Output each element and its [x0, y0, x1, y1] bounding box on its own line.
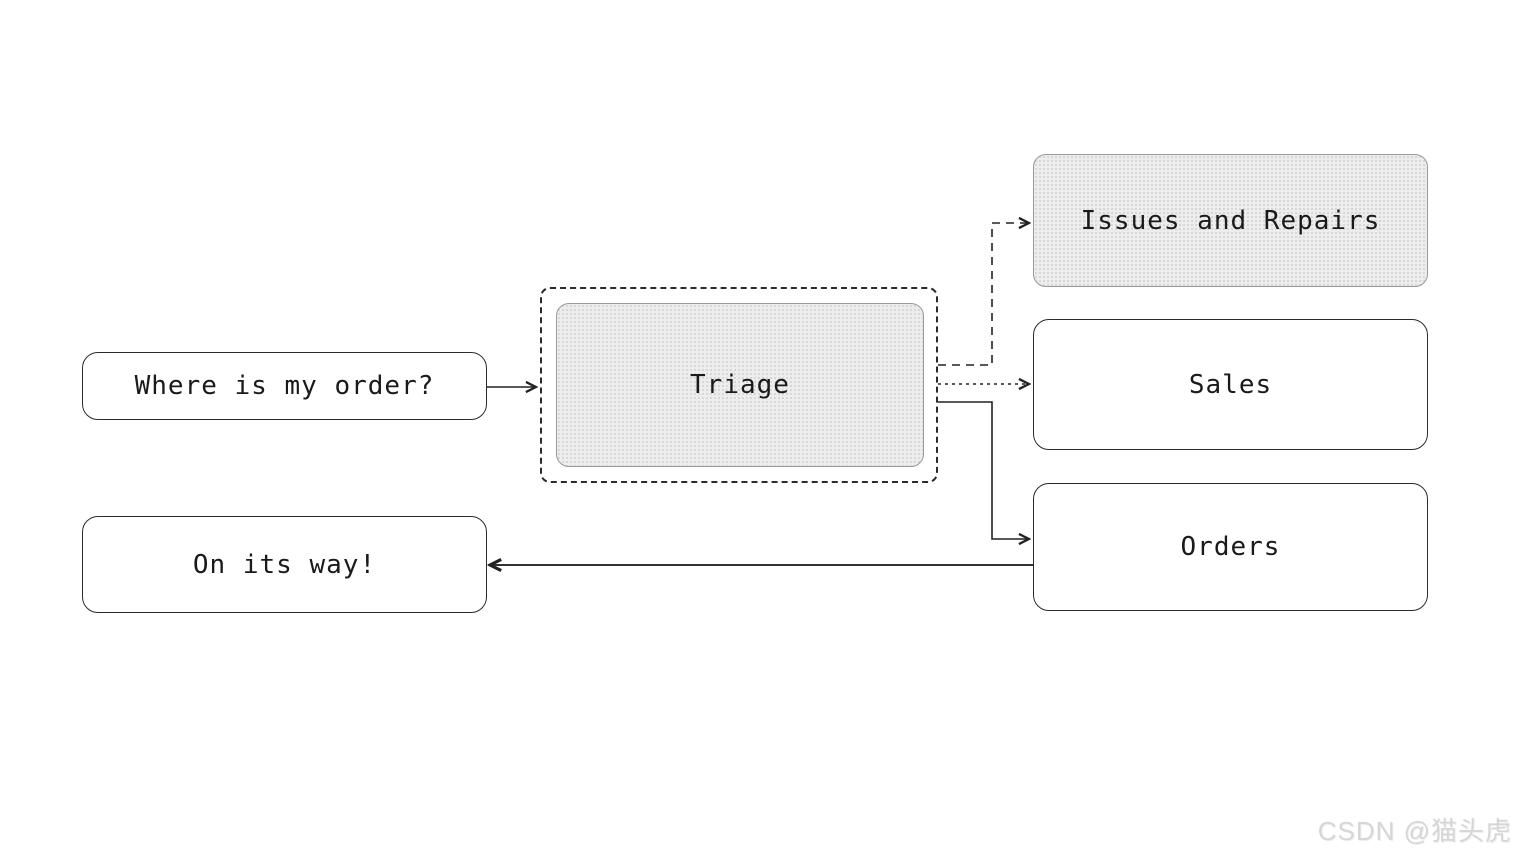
node-where-is-my-order-label: Where is my order?	[134, 371, 435, 401]
triage-highlight-border	[540, 287, 938, 483]
node-issues-and-repairs-label: Issues and Repairs	[1080, 205, 1381, 236]
node-orders-label: Orders	[1180, 532, 1281, 562]
node-triage: Triage	[556, 303, 924, 467]
node-sales-label: Sales	[1188, 369, 1273, 400]
edge-triage-to-orders	[938, 401, 1029, 539]
node-orders: Orders	[1033, 483, 1428, 611]
edge-triage-to-issues	[938, 223, 1029, 366]
csdn-watermark: CSDN @猫头虎	[1317, 816, 1512, 846]
node-on-its-way-label: On its way!	[192, 549, 377, 580]
node-triage-label: Triage	[690, 370, 790, 400]
node-sales: Sales	[1033, 319, 1428, 450]
node-on-its-way: On its way!	[82, 516, 487, 613]
node-where-is-my-order: Where is my order?	[82, 352, 487, 420]
node-issues-and-repairs: Issues and Repairs	[1033, 154, 1428, 287]
